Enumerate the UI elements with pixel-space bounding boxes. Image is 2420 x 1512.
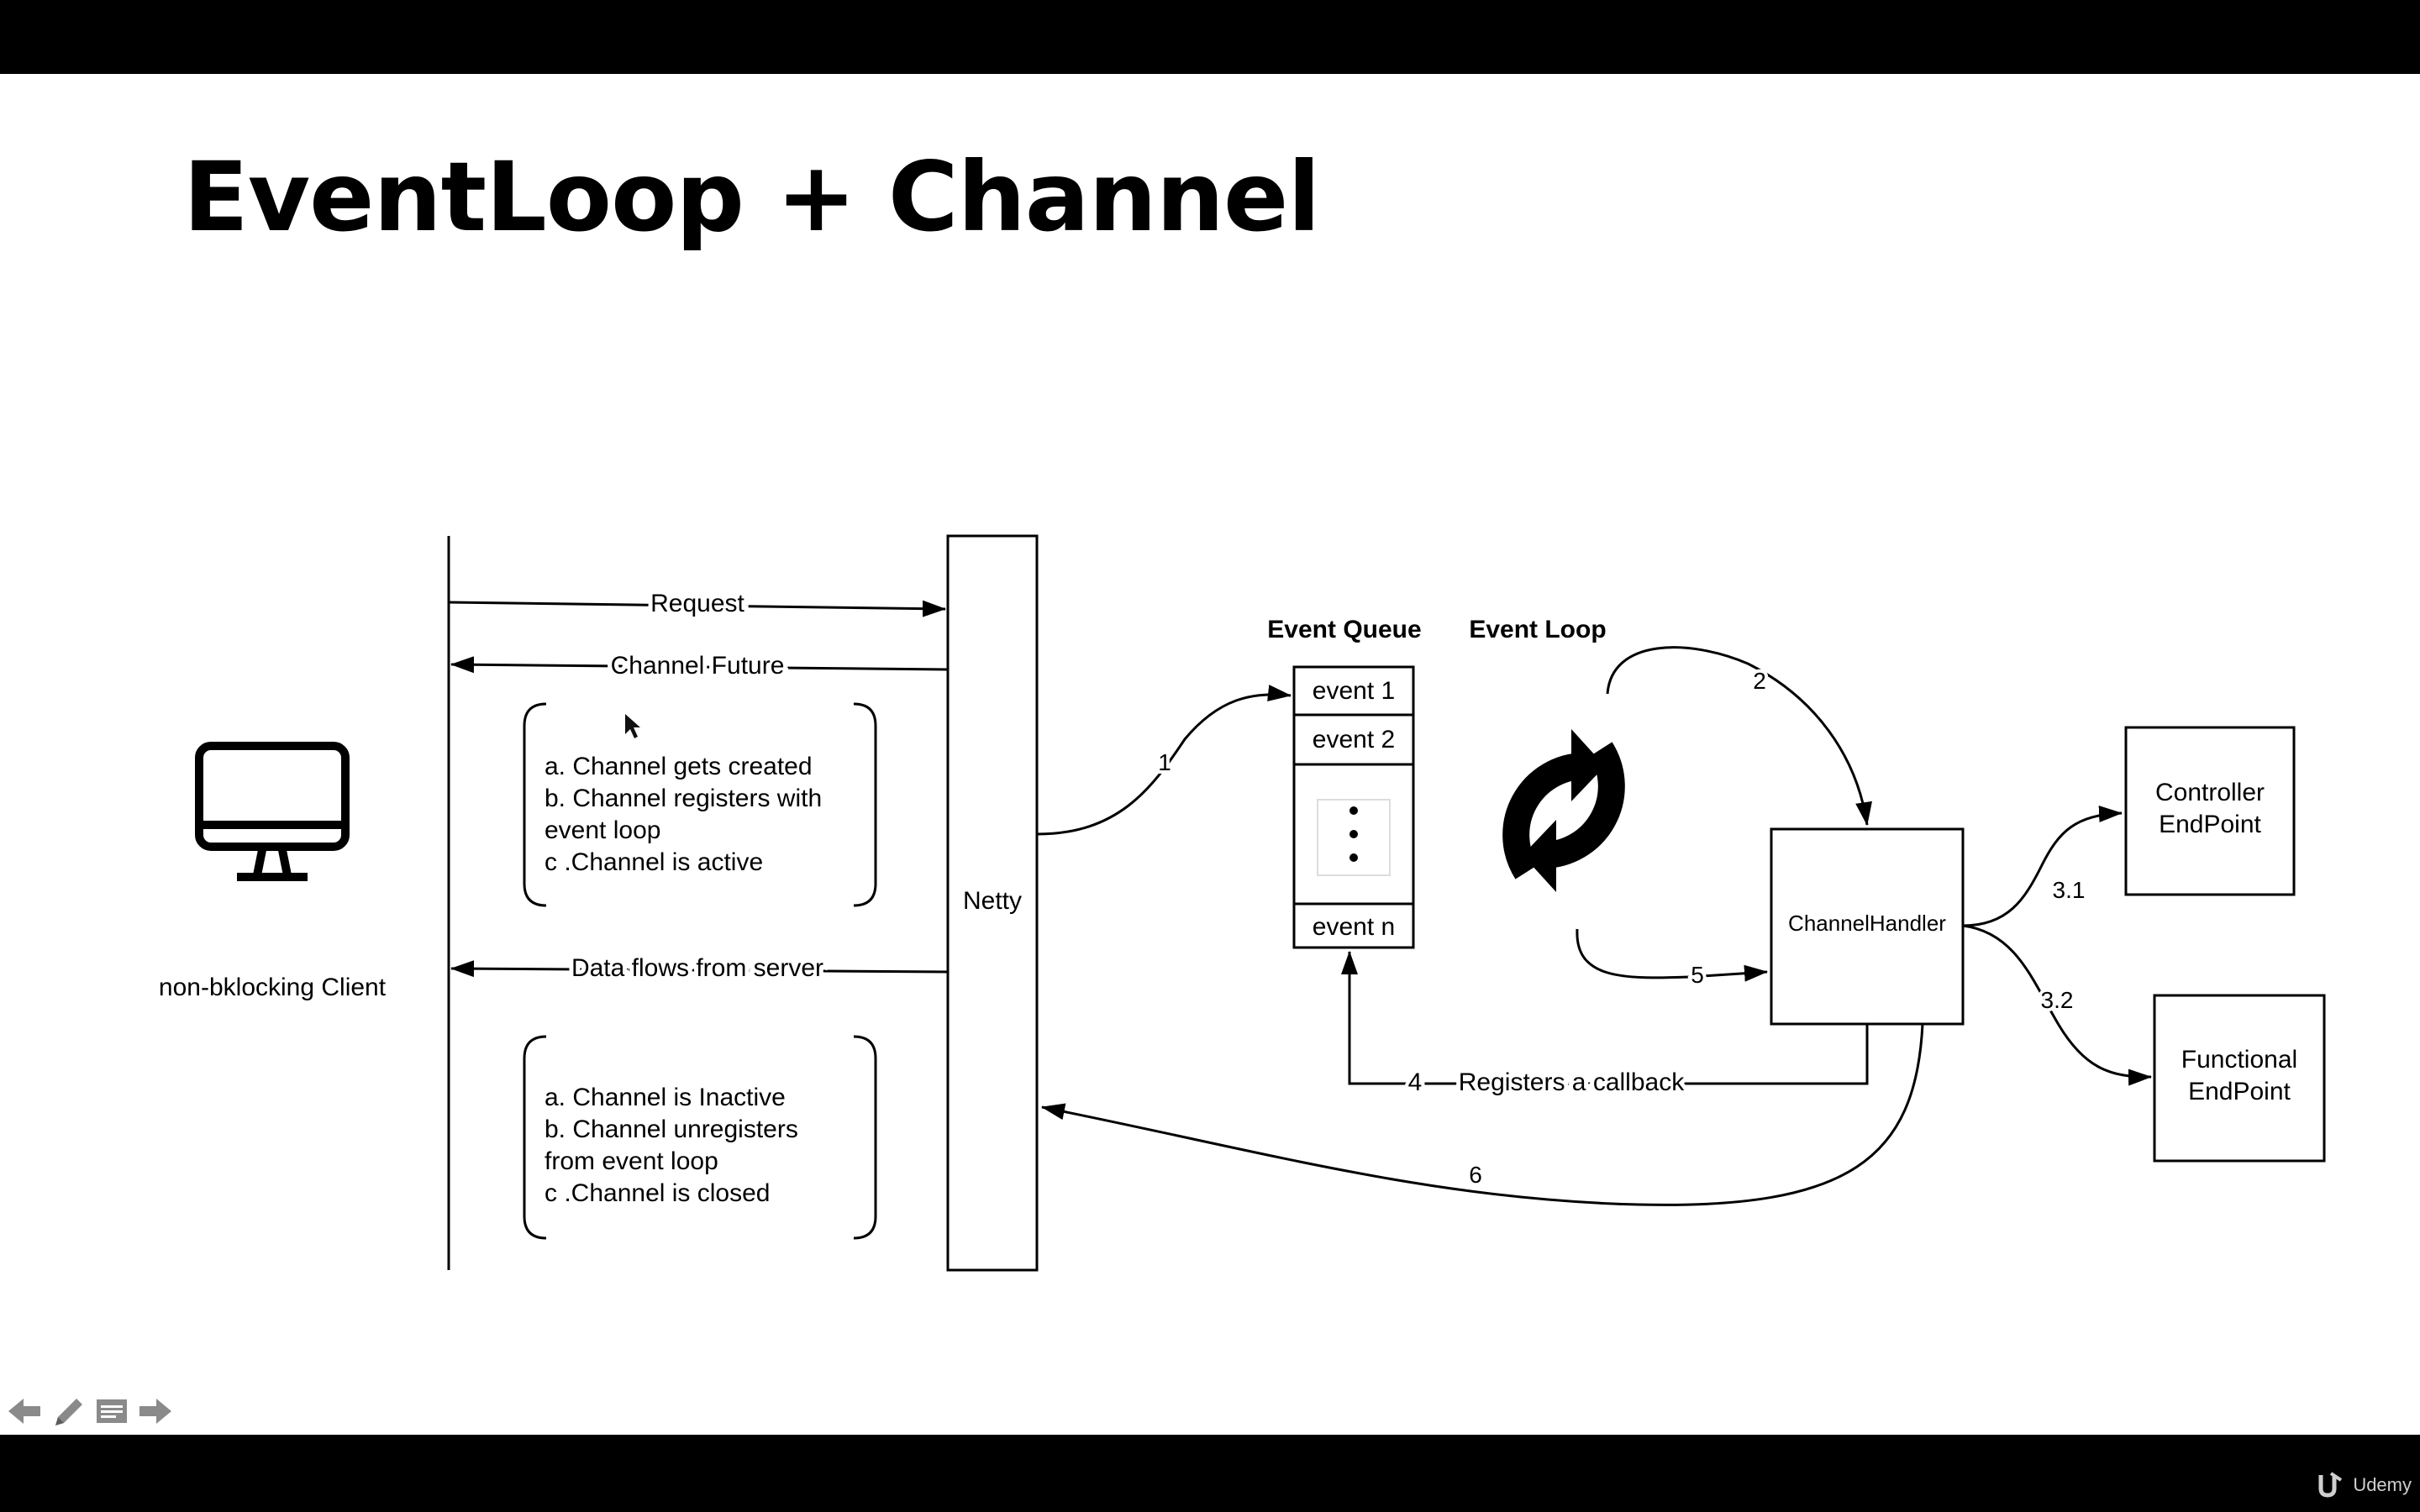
step-4-description: Registers a callback xyxy=(1459,1068,1685,1096)
lifecycle-close-text: a. Channel is Inactive b. Channel unregi… xyxy=(544,1084,798,1207)
lifecycle-open-line-1: a. Channel gets created xyxy=(544,753,813,780)
controller-endpoint-label-1: Controller xyxy=(2155,779,2265,806)
functional-endpoint-box[interactable] xyxy=(2153,994,2326,1163)
refresh-cycle-icon xyxy=(1502,729,1625,892)
monitor-icon xyxy=(195,742,350,881)
slide-title: EventLoop + Channel xyxy=(183,141,1320,253)
step-3-2-arrow xyxy=(1962,924,2152,1086)
lifecycle-close-line-2: b. Channel unregisters xyxy=(544,1116,798,1143)
channel-handler-box[interactable] xyxy=(1770,827,1965,1026)
lifecycle-open-line-3: event loop xyxy=(544,816,660,844)
step-2-label: 2 xyxy=(1753,668,1766,694)
data-flows-arrow xyxy=(450,960,949,978)
event-queue-ellipsis xyxy=(1349,806,1358,862)
netty-label: Netty xyxy=(963,887,1022,915)
lifecycle-open-line-4: c .Channel is active xyxy=(544,848,763,876)
step-4-label: 4 xyxy=(1408,1068,1423,1096)
data-flows-label: Data flows from server xyxy=(571,954,823,982)
watermark-text: Udemy xyxy=(2353,1474,2412,1495)
lifecycle-close-line-3: from event loop xyxy=(544,1147,718,1175)
step-3-1-arrow xyxy=(1962,805,2123,927)
pencil-icon[interactable] xyxy=(49,1392,87,1431)
step-3-1-label: 3.1 xyxy=(2053,877,2086,903)
lifecycle-open-brackets xyxy=(523,702,877,907)
watermark: Udemy xyxy=(2316,1472,2412,1499)
channel-future-arrow xyxy=(450,656,949,674)
step-1-arrow xyxy=(1036,685,1292,836)
lifecycle-close-brackets xyxy=(523,1035,877,1240)
controller-endpoint-box[interactable] xyxy=(2124,726,2296,896)
functional-endpoint-label-1: Functional xyxy=(2181,1046,2297,1074)
event-queue-item-2: event 2 xyxy=(1313,726,1395,753)
step-5-arrow xyxy=(1576,928,1768,982)
functional-endpoint-label-2: EndPoint xyxy=(2188,1078,2291,1105)
step-5-label: 5 xyxy=(1691,962,1704,988)
step-1-label: 1 xyxy=(1158,749,1171,775)
channel-future-label: Channel Future xyxy=(611,652,785,680)
channel-handler-label: ChannelHandler xyxy=(1788,911,1946,936)
step-2-arrow xyxy=(1606,646,1872,826)
lifecycle-close-line-1: a. Channel is Inactive xyxy=(544,1084,786,1111)
udemy-logo-icon xyxy=(2318,1472,2343,1498)
slide-canvas xyxy=(0,74,2420,1435)
step-3-2-label: 3.2 xyxy=(2041,987,2074,1013)
notes-icon[interactable] xyxy=(92,1392,131,1431)
step-6-arrow xyxy=(1041,1023,1924,1206)
request-label: Request xyxy=(650,590,744,617)
client-label: non-bklocking Client xyxy=(159,974,387,1001)
step-6-label: 6 xyxy=(1469,1162,1482,1188)
step-4-arrow xyxy=(1341,951,1869,1085)
event-queue-item-1: event 1 xyxy=(1313,677,1395,705)
event-queue-ellipsis-frame xyxy=(1317,799,1391,876)
controller-endpoint-label-2: EndPoint xyxy=(2159,811,2261,838)
event-loop-title: Event Loop xyxy=(1469,616,1606,643)
lifecycle-open-text: a. Channel gets created b. Channel regis… xyxy=(544,753,822,876)
request-arrow xyxy=(448,600,946,617)
arrow-right-icon[interactable] xyxy=(136,1392,175,1431)
netty-box[interactable] xyxy=(946,534,1039,1272)
lifecycle-open-line-2: b. Channel registers with xyxy=(544,785,822,812)
slide-navigation xyxy=(5,1391,175,1431)
arrow-left-icon[interactable] xyxy=(5,1392,44,1431)
event-queue-item-n: event n xyxy=(1313,913,1395,941)
cursor-icon xyxy=(625,714,640,738)
lifecycle-close-line-4: c .Channel is closed xyxy=(544,1179,770,1207)
event-queue-title: Event Queue xyxy=(1267,616,1421,643)
